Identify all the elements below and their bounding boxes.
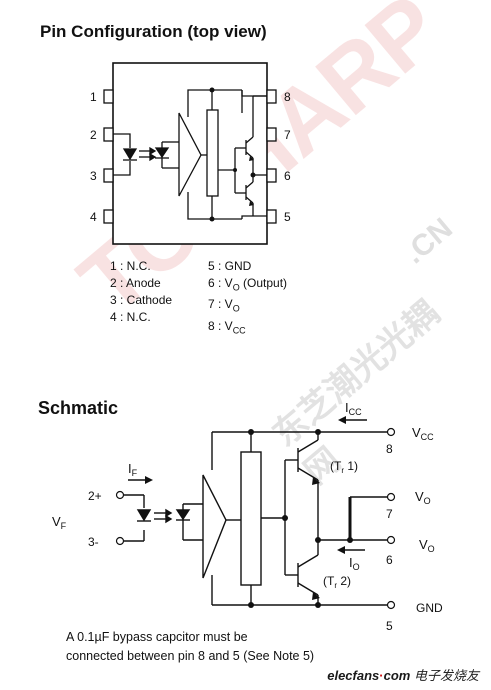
pin-1	[103, 89, 114, 104]
bypass-note: A 0.1µF bypass capcitor must be connecte…	[66, 628, 314, 666]
footer-chinese: 电子发烧友	[413, 669, 479, 684]
photodiode-symbol	[154, 147, 170, 159]
legend-pin-3: 3 : Cathode	[110, 293, 173, 307]
legend-pin-8: 8 : VCC	[208, 318, 246, 336]
led-symbol	[122, 148, 138, 161]
internal-resistor	[206, 109, 219, 197]
pin-number-3: 3	[90, 169, 97, 183]
amplifier-symbol	[178, 112, 202, 197]
pin-7	[266, 127, 277, 142]
label-vf: VF	[52, 514, 67, 531]
schematic-amplifier	[202, 474, 227, 579]
legend-pin-5: 5 : GND	[208, 259, 252, 273]
schematic-diagram: ICC VCC 8 IF 2+ 3- VF (Tr 1) (Tr 2) VO 7…	[52, 400, 443, 633]
footer-watermark: elecfans·com 电子发烧友	[327, 665, 479, 684]
pin-number-4: 4	[90, 210, 97, 224]
pin-5	[266, 209, 277, 224]
pin-number-8: 8	[284, 90, 291, 104]
pin-3	[103, 168, 114, 183]
label-vo-top: VO	[415, 489, 431, 506]
legend-pin-1: 1 : N.C.	[110, 259, 151, 273]
label-pin7: 7	[386, 507, 393, 521]
pin-number-7: 7	[284, 128, 291, 142]
label-pin6: 6	[386, 553, 393, 567]
pin-number-2: 2	[90, 128, 97, 142]
pin-legend-right: 5 : GND 6 : VO (Output) 7 : VO 8 : VCC	[208, 258, 287, 339]
pin-config-diagram: 1 2 3 4 5 6 7 8	[90, 62, 291, 245]
footer-brand: elecfans	[327, 668, 380, 683]
footer-dot: ·	[379, 668, 384, 683]
legend-pin-7: 7 : VO	[208, 297, 240, 314]
label-plus: 2+	[88, 489, 102, 503]
label-pin5: 5	[386, 619, 393, 633]
pin-number-5: 5	[284, 210, 291, 224]
pin-config-heading: Pin Configuration (top view)	[40, 22, 267, 41]
label-vcc: VCC	[412, 425, 434, 442]
legend-pin-2: 2 : Anode	[110, 276, 161, 290]
note-line-2: connected between pin 8 and 5 (See Note …	[66, 649, 315, 663]
label-tr1: (Tr 1)	[330, 459, 358, 475]
label-vo-bottom: VO	[419, 537, 435, 554]
pin-number-1: 1	[90, 90, 97, 104]
label-io: IO	[349, 555, 360, 572]
label-tr2: (Tr 2)	[323, 574, 351, 590]
pin-legend-left: 1 : N.C. 2 : Anode 3 : Cathode 4 : N.C.	[110, 258, 172, 326]
label-pin8: 8	[386, 442, 393, 456]
label-minus: 3-	[88, 535, 99, 549]
legend-pin-6: 6 : VO (Output)	[208, 276, 288, 293]
pin-2	[103, 127, 114, 142]
label-gnd: GND	[416, 601, 443, 615]
label-icc: ICC	[345, 400, 362, 417]
footer-com: com	[383, 668, 411, 683]
pin-8	[266, 89, 277, 104]
label-if: IF	[128, 461, 138, 478]
schematic-resistor	[240, 451, 262, 586]
note-line-1: A 0.1µF bypass capcitor must be	[66, 630, 248, 644]
pin-4	[103, 209, 114, 224]
schematic-heading: Schmatic	[38, 398, 119, 418]
pin-6	[266, 168, 277, 183]
pin-number-6: 6	[284, 169, 291, 183]
legend-pin-4: 4 : N.C.	[110, 310, 151, 324]
